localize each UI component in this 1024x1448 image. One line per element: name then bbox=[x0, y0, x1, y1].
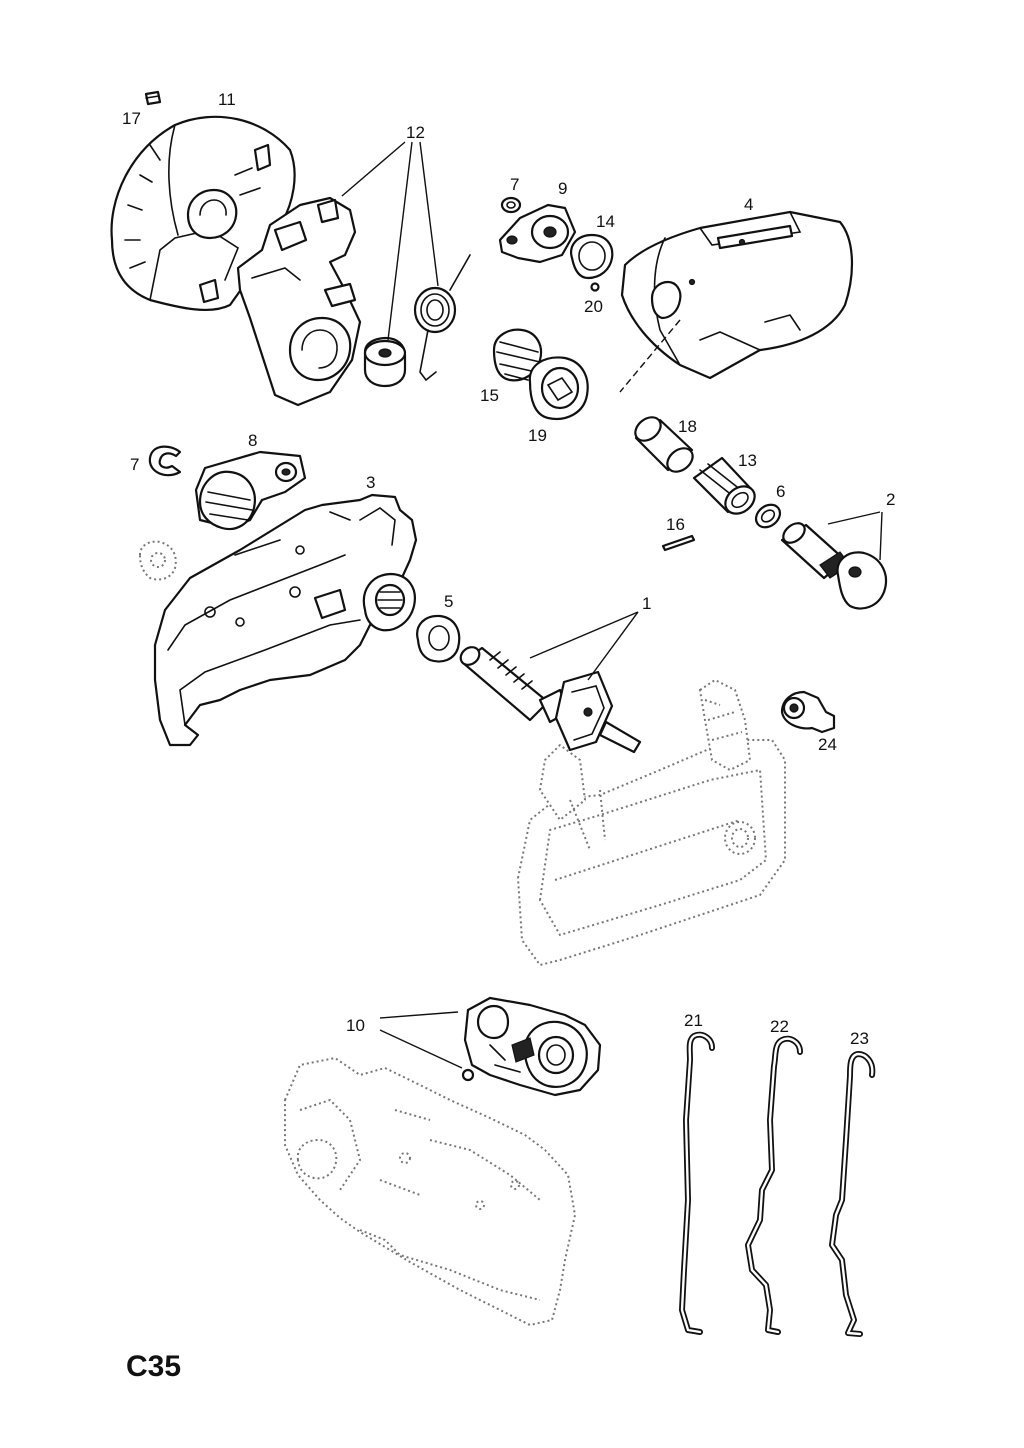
ghost-door-handle bbox=[517, 679, 786, 966]
part-23-rod bbox=[829, 1051, 876, 1337]
label-part-2: 2 bbox=[886, 490, 895, 509]
part-22-rod bbox=[745, 1035, 803, 1335]
label-part-17: 17 bbox=[122, 109, 141, 128]
part-20-ball bbox=[590, 282, 600, 292]
part-12-spring bbox=[413, 254, 471, 382]
ghost-small-part bbox=[139, 540, 177, 581]
part-7-clip-top bbox=[500, 196, 522, 214]
label-part-9: 9 bbox=[558, 179, 567, 198]
part-2-key-barrel bbox=[780, 522, 888, 610]
label-part-18: 18 bbox=[678, 417, 697, 436]
ghost-lock-housing bbox=[284, 1057, 576, 1326]
part-12-roller bbox=[363, 336, 407, 388]
label-part-8: 8 bbox=[248, 431, 257, 450]
label-part-14: 14 bbox=[596, 212, 615, 231]
label-part-15: 15 bbox=[480, 386, 499, 405]
label-part-3: 3 bbox=[366, 473, 375, 492]
part-16-pin bbox=[661, 534, 696, 552]
part-8-mechanism bbox=[194, 450, 307, 531]
label-part-24: 24 bbox=[818, 735, 837, 754]
part-15-spring bbox=[492, 328, 543, 382]
part-17-pin bbox=[144, 90, 162, 106]
part-11-housing-cover bbox=[110, 115, 296, 311]
label-part-20: 20 bbox=[584, 297, 603, 316]
part-4-outer-cover bbox=[620, 210, 853, 380]
part-19-cap bbox=[528, 356, 589, 420]
page-code: C35 bbox=[126, 1350, 181, 1383]
label-part-4: 4 bbox=[744, 195, 753, 214]
part-9-bracket bbox=[498, 203, 577, 264]
label-part-7-left: 7 bbox=[130, 455, 139, 474]
label-part-5: 5 bbox=[444, 592, 453, 611]
label-part-21: 21 bbox=[684, 1011, 703, 1030]
label-part-16: 16 bbox=[666, 515, 685, 534]
label-part-1: 1 bbox=[642, 594, 651, 613]
label-part-11: 11 bbox=[218, 90, 236, 109]
label-part-10: 10 bbox=[346, 1016, 365, 1035]
label-part-6: 6 bbox=[776, 482, 785, 501]
part-18-sleeve bbox=[634, 416, 694, 473]
part-5-seal-ring bbox=[416, 614, 461, 663]
part-1-lock-cylinder bbox=[459, 646, 642, 754]
part-13-barrel bbox=[692, 456, 756, 515]
part-7-clip-left bbox=[148, 445, 182, 477]
label-part-12: 12 bbox=[406, 123, 425, 142]
part-6-seal-ring bbox=[754, 503, 782, 529]
part-14-ring bbox=[570, 233, 614, 280]
part-10-actuator bbox=[463, 996, 602, 1097]
part-3-main-housing bbox=[153, 493, 418, 747]
label-part-7-top: 7 bbox=[510, 175, 519, 194]
part-12-lever-plate bbox=[236, 196, 362, 407]
part-labels: 17 11 12 7 9 4 14 20 15 19 18 13 8 7 3 6… bbox=[122, 90, 895, 1383]
part-21-rod bbox=[679, 1031, 715, 1335]
label-part-22: 22 bbox=[770, 1017, 789, 1036]
part-10-ball bbox=[461, 1068, 475, 1082]
label-part-13: 13 bbox=[738, 451, 757, 470]
part-24-bracket bbox=[780, 690, 836, 734]
label-part-19: 19 bbox=[528, 426, 547, 445]
label-part-23: 23 bbox=[850, 1029, 869, 1048]
leader-lines bbox=[341, 141, 883, 1069]
